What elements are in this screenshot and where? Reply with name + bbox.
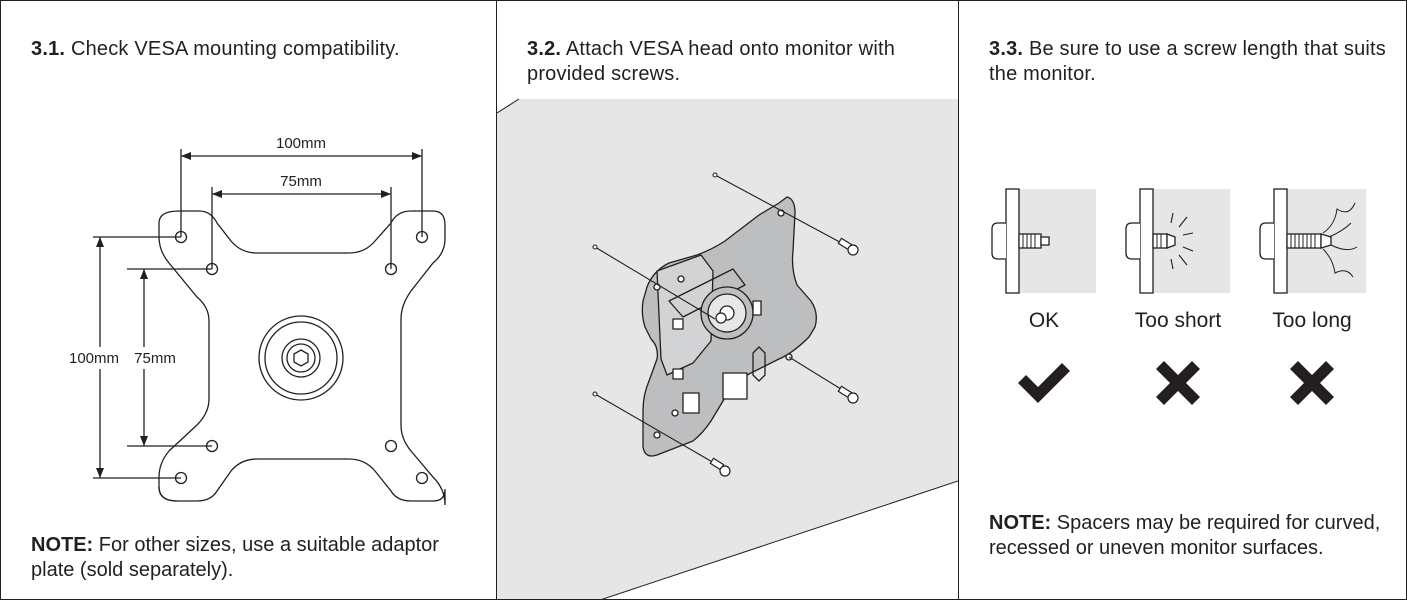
step-3-3-panel: 3.3. Be sure to use a screw length that … [959, 1, 1406, 599]
step-text: Check VESA mounting compatibility. [70, 38, 400, 60]
inner-height-label: 75mm [134, 350, 176, 367]
screw-too-short-diagram [1125, 188, 1230, 294]
step-3-3-heading: 3.3. Be sure to use a screw length that … [989, 37, 1406, 87]
note-text: For other sizes, use a suitable adaptor … [31, 534, 439, 581]
step-number: 3.1. [31, 38, 66, 60]
screw-icon [837, 237, 859, 256]
hole-outer-br [415, 471, 429, 485]
cross-icon [1148, 353, 1208, 413]
vesa-plate-diagram: 100mm 75mm 100mm 75mm [61, 135, 446, 506]
check-icon [1014, 353, 1074, 413]
screw-icon [715, 312, 727, 324]
screw-ok-diagram [991, 188, 1096, 294]
screw-icon [837, 385, 859, 404]
hole-inner-br [384, 439, 398, 453]
step-3-1-panel: 3.1. Check VESA mounting compatibility. [1, 1, 497, 599]
screw-icons [709, 237, 859, 477]
step-3-3-note: NOTE: Spacers may be required for curved… [989, 511, 1389, 561]
note-label: NOTE: [31, 534, 94, 556]
outer-width-label: 100mm [276, 135, 326, 152]
step-3-2-panel: 3.2. Attach VESA head onto monitor with … [497, 1, 959, 599]
step-3-1-note: NOTE: For other sizes, use a suitable ad… [31, 533, 471, 583]
step-number: 3.3. [989, 38, 1024, 60]
step-3-1-heading: 3.1. Check VESA mounting compatibility. [31, 37, 491, 62]
step-text: Be sure to use a screw length that suits… [989, 38, 1387, 85]
note-label: NOTE: [989, 512, 1052, 534]
hub-outer-ring [258, 315, 344, 401]
step-number: 3.2. [527, 38, 562, 60]
screw-length-illustrations [991, 188, 1366, 294]
screw-guide-lines [592, 172, 850, 468]
monitor-back-illustration [497, 98, 958, 599]
too-short-label: Too short [1134, 309, 1222, 332]
step-text: Attach VESA head onto monitor with provi… [527, 38, 896, 85]
step-3-2-heading: 3.2. Attach VESA head onto monitor with … [527, 37, 947, 87]
inner-width-label: 75mm [280, 173, 322, 190]
hex-bolt-icon [293, 349, 309, 367]
screw-icon [709, 457, 731, 477]
ok-label: OK [1028, 309, 1060, 332]
vesa-plate-outline [158, 210, 446, 506]
too-long-label: Too long [1272, 309, 1352, 332]
vesa-head-plate [641, 196, 817, 457]
screw-too-long-diagram [1259, 188, 1366, 294]
outer-height-label: 100mm [69, 350, 119, 367]
cross-icon [1282, 353, 1342, 413]
note-text: Spacers may be required for curved, rece… [989, 512, 1381, 559]
